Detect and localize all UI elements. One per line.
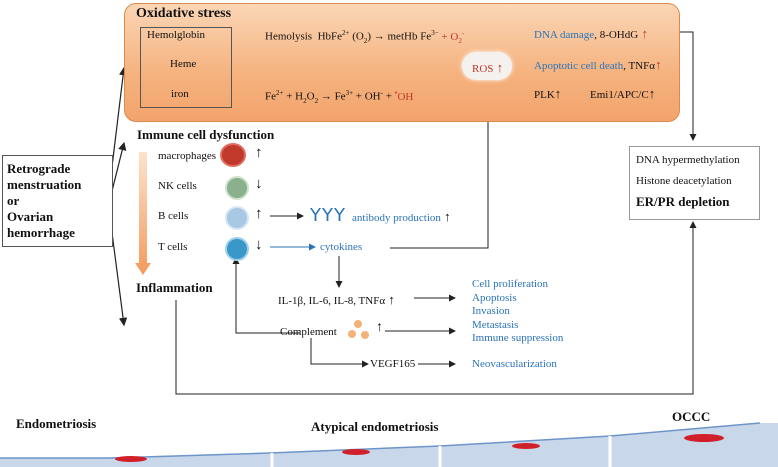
arrow-complement-tcells xyxy=(232,257,300,334)
plk-text: PLK↑ xyxy=(534,86,562,101)
nk-down-arrow: ↓ xyxy=(255,176,263,192)
lesion-marker-1 xyxy=(115,456,147,462)
lesion-marker-4 xyxy=(684,434,724,442)
inflammation-title: Inflammation xyxy=(136,280,213,295)
macrophage-icon xyxy=(222,145,244,165)
histone-deacetylation: Histone deacetylation xyxy=(636,175,732,187)
neovascularization-label: Neovascularization xyxy=(472,358,557,370)
ros-cloud xyxy=(462,52,512,80)
hemoglobin-box xyxy=(140,27,232,108)
cytokines-label: cytokines xyxy=(320,241,363,253)
hemolysis-reaction: Hemolysis HbFe2+ (O2) → metHb Fe3− + O2- xyxy=(265,29,465,45)
cell-b: B cells xyxy=(158,210,189,222)
cause-line-1: Retrograde xyxy=(7,161,71,176)
cell-nk: NK cells xyxy=(158,180,197,192)
stage-occc: OCCC xyxy=(672,409,711,424)
complement-label: Complement xyxy=(280,326,337,338)
hemoglobin-label: Hemolglobin xyxy=(147,29,206,41)
lesion-marker-2 xyxy=(342,449,370,455)
stage-endometriosis: Endometriosis xyxy=(16,416,97,431)
arrow-inflammation-epigenetic xyxy=(175,221,697,395)
arrow-to-immune xyxy=(110,141,127,196)
arrow-to-inflammation xyxy=(110,224,128,327)
antibody-icon: YYY xyxy=(310,205,346,226)
t-down-arrow: ↓ xyxy=(255,237,263,253)
complement-icon xyxy=(348,320,374,342)
er-pr-depletion: ER/PR depletion xyxy=(636,194,730,209)
fenton-reaction: Fe2+ + H2O2 → Fe3+ + OH- + •OH xyxy=(265,88,414,105)
cause-line-3: or xyxy=(7,193,20,208)
nk-cell-icon xyxy=(225,176,249,200)
vegf-label: VEGF165 xyxy=(370,358,416,370)
heme-label: Heme xyxy=(170,58,197,70)
arrow-to-oxidative xyxy=(110,66,128,176)
cell-macrophages: macrophages xyxy=(158,150,217,162)
emi-text: Emi1/APC/C↑ xyxy=(590,86,656,101)
arrow-complement-vegf xyxy=(310,338,369,368)
b-cell-icon xyxy=(225,206,249,230)
lesion-marker-3 xyxy=(512,443,540,449)
t-cell-icon xyxy=(225,237,249,261)
macrophage-up-arrow: ↑ xyxy=(255,145,263,161)
cell-t: T cells xyxy=(158,241,188,253)
complement-up-arrow: ↑ xyxy=(376,320,383,335)
antibody-text: antibody production ↑ xyxy=(352,209,451,224)
iron-label: iron xyxy=(171,88,189,100)
il-text: IL-1β, IL-6, IL-8, TNFα ↑ xyxy=(278,292,395,307)
oxidative-stress-title: Oxidative stress xyxy=(136,6,232,21)
outcomes-list: Cell proliferation Apoptosis Invasion Me… xyxy=(472,278,564,344)
oxidative-stress-panel xyxy=(124,3,680,122)
cause-box: Retrograde menstruation or Ovarian hemor… xyxy=(2,155,113,247)
epigenetic-box: DNA hypermethylation Histone deacetylati… xyxy=(629,146,760,220)
cause-line-2: menstruation xyxy=(7,177,82,192)
apoptotic-text: Apoptotic cell death, TNFα↑ xyxy=(534,57,662,72)
gradient-down-arrow xyxy=(135,152,151,275)
immune-title: Immune cell dysfunction xyxy=(137,127,275,142)
stage-atypical: Atypical endometriosis xyxy=(311,419,439,434)
ros-label: ROS ↑ xyxy=(472,60,504,75)
arrow-cytokines-ros xyxy=(390,90,492,249)
dna-hypermethylation: DNA hypermethylation xyxy=(636,154,740,166)
dna-damage-text: DNA damage, 8-OHdG ↑ xyxy=(534,26,648,41)
cause-line-4: Ovarian xyxy=(7,209,54,224)
cause-line-5: hemorrhage xyxy=(7,225,75,240)
b-up-arrow: ↑ xyxy=(255,206,263,222)
